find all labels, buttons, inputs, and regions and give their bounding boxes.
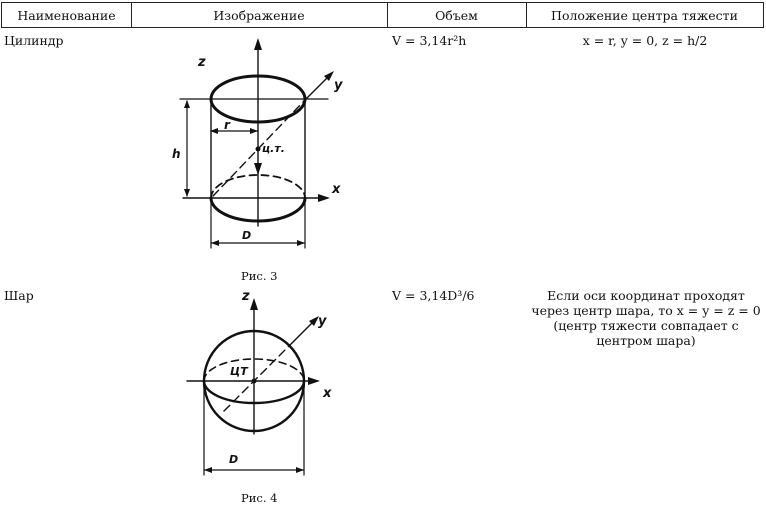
sph-label-x: x xyxy=(322,386,332,401)
cyl-label-y: y xyxy=(334,78,343,93)
cyl-label-z: z xyxy=(197,55,206,70)
cyl-label-ct: ц.т. xyxy=(262,142,285,155)
row-sphere-name: Шар xyxy=(4,288,34,303)
cyl-label-d: D xyxy=(242,229,251,242)
sph-label-y: y xyxy=(318,314,327,329)
cyl-label-r: r xyxy=(224,118,231,132)
row-sphere-center: Если оси координат проходят через центр … xyxy=(531,288,761,348)
header-center: Положение центра тяжести xyxy=(526,2,764,28)
cyl-label-x: x xyxy=(331,182,341,197)
figure-4-caption: Рис. 4 xyxy=(241,491,278,505)
figure-3-caption: Рис. 3 xyxy=(241,269,278,283)
cyl-label-h: h xyxy=(172,147,181,161)
row-cylinder-center: x = r, y = 0, z = h/2 xyxy=(582,33,708,48)
sph-label-z: z xyxy=(241,289,250,304)
sph-label-d: D xyxy=(229,453,238,466)
row-cylinder-volume: V = 3,14r²h xyxy=(392,33,467,48)
header-volume: Объем xyxy=(387,2,527,28)
header-name: Наименование xyxy=(1,2,132,28)
sph-label-ct: ЦТ xyxy=(230,365,249,378)
row-sphere-volume: V = 3,14D³/6 xyxy=(392,288,475,303)
header-image: Изображение xyxy=(131,2,388,28)
row-cylinder-name: Цилиндр xyxy=(4,33,64,48)
